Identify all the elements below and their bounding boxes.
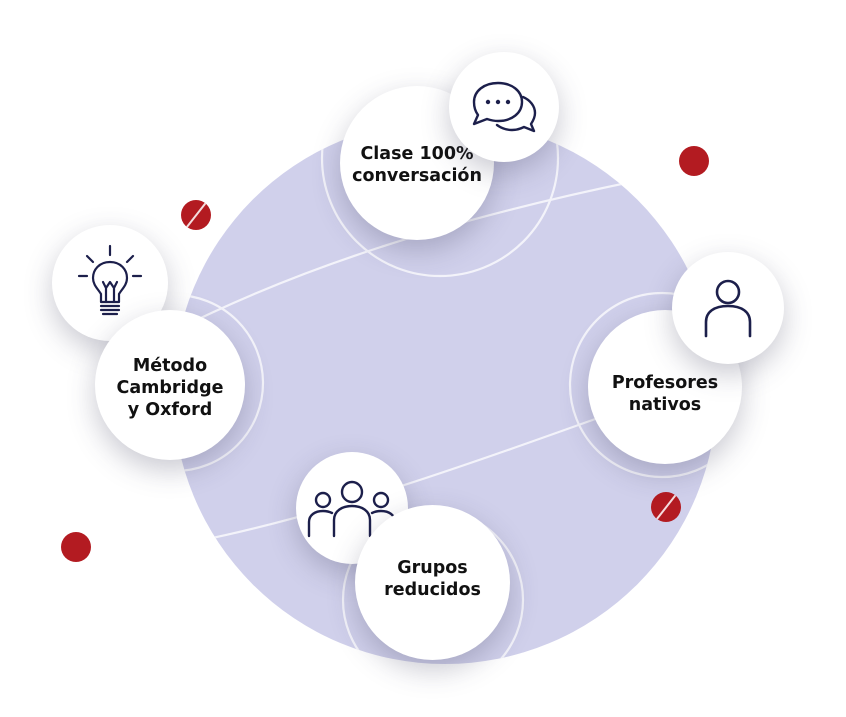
feature-conversation-label: Clase 100% conversación xyxy=(352,144,482,186)
ring-right xyxy=(568,291,717,479)
feature-method-icon-bubble xyxy=(52,225,168,341)
feature-teachers-label: Profesores nativos xyxy=(611,373,719,415)
red-dot-3 xyxy=(651,492,681,522)
lightbulb-icon xyxy=(77,244,143,316)
feature-method-label: Método Cambridge y Oxford xyxy=(116,356,224,420)
feature-conversation-icon-bubble xyxy=(449,52,559,162)
feature-groups-bubble: Grupos reducidos xyxy=(355,505,510,660)
feature-teachers-icon-bubble xyxy=(672,252,784,364)
chat-bubbles-icon xyxy=(472,81,537,133)
feature-groups-label: Grupos reducidos xyxy=(384,557,481,600)
red-dot-1 xyxy=(679,146,709,176)
group-icon xyxy=(307,480,397,538)
red-dot-4 xyxy=(61,532,91,562)
red-dot-2 xyxy=(181,200,211,230)
feature-method-bubble: Método Cambridge y Oxford xyxy=(95,310,245,460)
ring-top xyxy=(320,120,560,278)
person-icon xyxy=(704,279,752,338)
